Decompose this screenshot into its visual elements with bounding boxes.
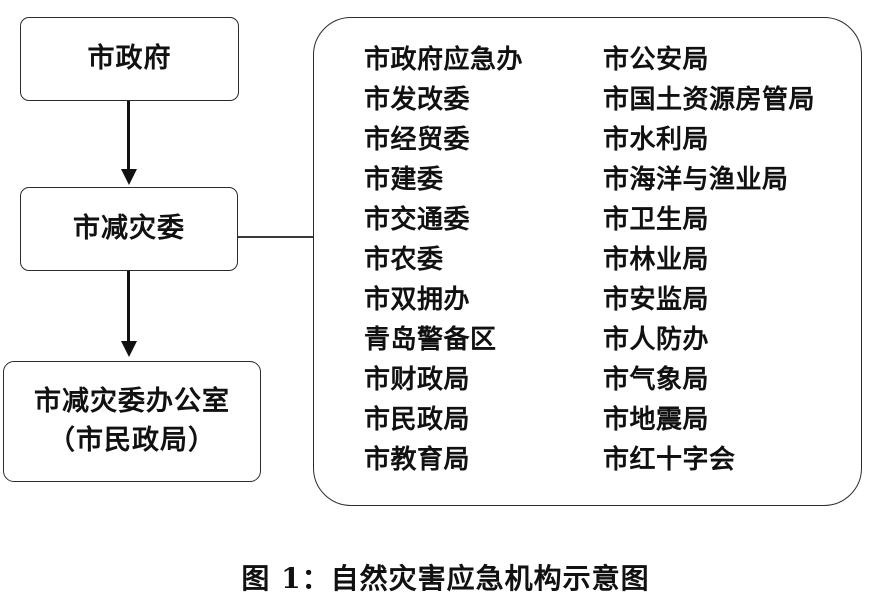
list-item: 市交通委 [364,205,471,235]
connector-committee-to-member-panel [238,236,314,238]
list-item: 市卫生局 [603,205,710,235]
list-item: 市政府应急办 [364,45,524,75]
member-agencies-column-right: 市公安局 市国土资源房管局 市水利局 市海洋与渔业局 市卫生局 市林业局 市安监… [603,40,853,480]
list-item: 市双拥办 [364,285,471,315]
connector-government-to-committee [127,101,130,171]
list-item: 青岛警备区 [364,325,497,355]
list-item: 市发改委 [364,85,471,115]
node-disaster-reduction-committee-label: 市减灾委 [73,212,185,244]
node-disaster-reduction-office-label-line2: （市民政局） [48,424,216,456]
member-agencies-panel: 市政府应急办 市发改委 市经贸委 市建委 市交通委 市农委 市双拥办 青岛警备区… [313,17,862,506]
member-agencies-column-left: 市政府应急办 市发改委 市经贸委 市建委 市交通委 市农委 市双拥办 青岛警备区… [364,40,603,480]
list-item: 市农委 [364,245,444,275]
list-item: 市公安局 [603,45,710,75]
list-item: 市人防办 [603,325,710,355]
list-item: 市国土资源房管局 [603,85,816,115]
figure-caption: 图 1：自然灾害应急机构示意图 [241,562,650,595]
node-city-government-label: 市政府 [87,42,172,74]
arrow-down-icon-committee-to-office [120,341,137,357]
node-disaster-reduction-committee: 市减灾委 [20,187,238,271]
arrow-down-icon-government-to-committee [120,169,137,185]
list-item: 市安监局 [603,285,710,315]
list-item: 市民政局 [364,405,471,435]
member-agencies-columns: 市政府应急办 市发改委 市经贸委 市建委 市交通委 市农委 市双拥办 青岛警备区… [364,40,853,480]
list-item: 市经贸委 [364,125,471,155]
list-item: 市财政局 [364,365,471,395]
list-item: 市红十字会 [603,445,736,475]
node-city-government: 市政府 [20,17,239,101]
list-item: 市建委 [364,165,444,195]
list-item: 市林业局 [603,245,710,275]
node-disaster-reduction-office-label-line1: 市减灾委办公室 [34,385,230,417]
connector-committee-to-office [127,271,130,343]
list-item: 市地震局 [603,405,710,435]
list-item: 市海洋与渔业局 [603,165,789,195]
list-item: 市教育局 [364,445,471,475]
list-item: 市气象局 [603,365,710,395]
node-disaster-reduction-office: 市减灾委办公室 （市民政局） [3,361,261,482]
list-item: 市水利局 [603,125,710,155]
